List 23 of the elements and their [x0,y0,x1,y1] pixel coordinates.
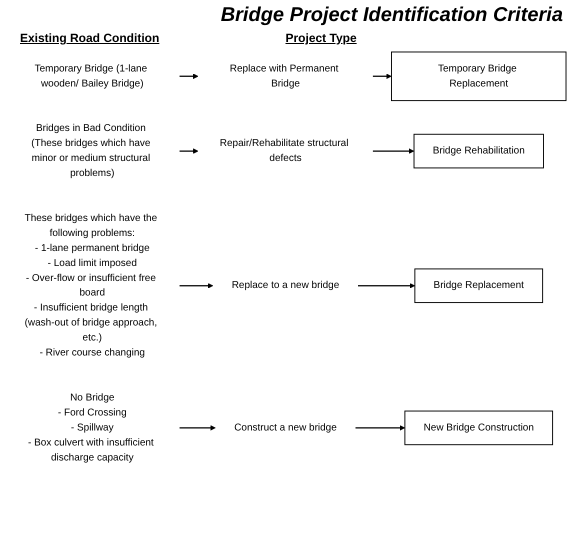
arrow [372,74,392,80]
node-box: Bridge Replacement [414,268,544,304]
arrow [180,425,216,431]
node-text: Replace with Permanent Bridge [230,63,338,89]
arrow [180,283,214,288]
node-text: No Bridge - Ford Crossing - Spillway - Box culvert with insufficient discharge capacity [28,392,154,463]
column-heading: Existing Road Condition [20,31,160,45]
node-box: Temporary Bridge Replacement [391,52,566,102]
arrow [180,74,198,80]
node-text: Bridges in Bad Condition (These bridges which have minor or medium structural problems) [31,123,150,179]
node-text: Construct a new bridge [234,422,337,433]
node-box: New Bridge Construction [404,410,554,446]
node-box: Bridge Rehabilitation [414,134,544,168]
arrow [355,425,406,431]
node-text: Repair/Rehabilitate structural defects [220,138,348,164]
node-text: These bridges which have the following problems: - 1-lane permanent bridge - Load limit imposed - Over-flow or insufficient free board - Insufficient bridge length (wash-out of bridge approach, etc.) - River course changing [24,212,158,358]
arrow [358,283,416,288]
column-heading: Project Type [286,31,358,45]
node-text: Replace to a new bridge [232,280,340,291]
node-text: Temporary Bridge (1-lane wooden/ Bailey Bridge) [34,63,148,89]
arrow [372,148,414,154]
diagram-title: Bridge Project Identification Criteria [220,3,564,28]
arrow [180,148,198,154]
